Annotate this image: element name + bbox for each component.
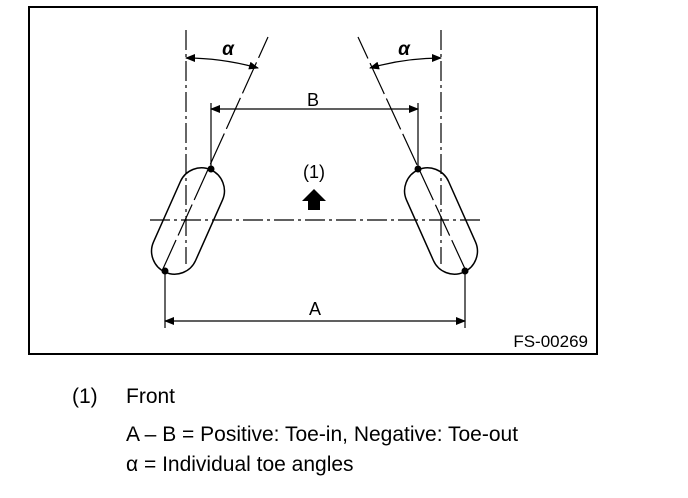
diagram-frame: [28, 6, 598, 355]
front-marker-label: (1): [303, 162, 325, 182]
dimension-a-label: A: [309, 299, 321, 319]
front-arrow-icon: [302, 189, 326, 210]
right-toe-angle-arc: [369, 54, 442, 70]
right-wheel-direction-line: [357, 36, 467, 272]
left-alpha-label: α: [222, 39, 235, 60]
figure-code: FS-00269: [513, 332, 588, 351]
right-alpha-label: α: [398, 39, 411, 60]
left-wheel: [150, 167, 226, 275]
left-wheel-direction-line: [161, 36, 269, 272]
left-toe-angle-arc: [185, 54, 259, 70]
dimension-b-label: B: [307, 90, 319, 110]
